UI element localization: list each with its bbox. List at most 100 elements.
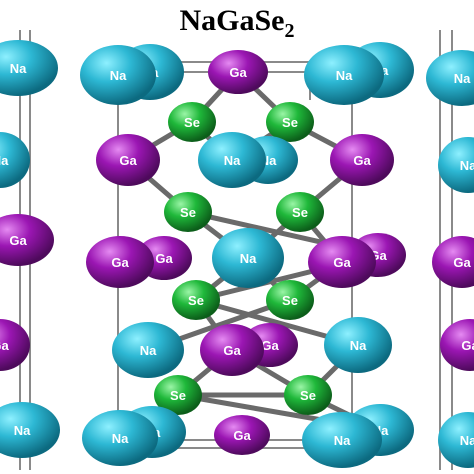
- atom-label: Ga: [119, 153, 137, 168]
- atom-label: Na: [336, 68, 353, 83]
- ga-atom: Ga: [330, 134, 394, 186]
- atom-label: Ga: [9, 233, 27, 248]
- atom-sphere: [276, 192, 324, 232]
- atom-sphere: [168, 102, 216, 142]
- atom-sphere: [172, 280, 220, 320]
- atom-label: Na: [14, 423, 31, 438]
- atom-sphere: [200, 324, 264, 376]
- ga-atom: Ga: [308, 236, 376, 288]
- se-atom: Se: [266, 102, 314, 142]
- atom-label: Na: [350, 338, 367, 353]
- atom-label: Na: [460, 433, 474, 448]
- se-atom: Se: [172, 280, 220, 320]
- atom-sphere: [308, 236, 376, 288]
- atom-label: Se: [282, 293, 298, 308]
- na-atom: Na: [0, 132, 30, 188]
- atom-label: Na: [240, 251, 257, 266]
- atom-sphere: [154, 375, 202, 415]
- atom-label: Ga: [461, 338, 474, 353]
- atom-sphere: [112, 322, 184, 378]
- atom-label: Na: [112, 431, 129, 446]
- ga-atom: Ga: [0, 319, 30, 371]
- atom-label: Na: [110, 68, 127, 83]
- atom-label: Na: [334, 433, 351, 448]
- atom-sphere: [302, 412, 382, 468]
- atom-label: Ga: [223, 343, 241, 358]
- atom-sphere: [86, 236, 154, 288]
- atom-sphere: [0, 214, 54, 266]
- se-atom: Se: [164, 192, 212, 232]
- se-atom: Se: [276, 192, 324, 232]
- atom-sphere: [324, 317, 392, 373]
- ga-atom: Ga: [200, 324, 264, 376]
- atom-label: Ga: [233, 428, 251, 443]
- atom-sphere: [0, 40, 58, 96]
- atom-sphere: [198, 132, 266, 188]
- ga-atom: Ga: [440, 319, 474, 371]
- atom-sphere: [426, 50, 474, 106]
- na-atom: Na: [302, 412, 382, 468]
- atom-sphere: [80, 45, 156, 105]
- na-atom: Na: [438, 412, 474, 468]
- ga-atom: Ga: [208, 50, 268, 94]
- na-atom: Na: [198, 132, 266, 188]
- ga-atom: Ga: [0, 214, 54, 266]
- atom-sphere: [208, 50, 268, 94]
- atom-label: Na: [224, 153, 241, 168]
- na-atom: Na: [0, 402, 60, 458]
- atom-sphere: [440, 319, 474, 371]
- se-atom: Se: [168, 102, 216, 142]
- atom-sphere: [304, 45, 384, 105]
- atom-sphere: [0, 319, 30, 371]
- atom-label: Ga: [155, 251, 173, 266]
- compound-title: NaGaSe2: [0, 4, 474, 43]
- atom-label: Ga: [229, 65, 247, 80]
- ga-atom: Ga: [432, 236, 474, 288]
- atom-label: Se: [282, 115, 298, 130]
- atom-label: Ga: [261, 338, 279, 353]
- atom-label: Se: [292, 205, 308, 220]
- na-atom: Na: [304, 45, 384, 105]
- atom-label: Se: [170, 388, 186, 403]
- atom-sphere: [212, 228, 284, 288]
- atom-sphere: [0, 402, 60, 458]
- na-atom: Na: [80, 45, 156, 105]
- atom-sphere: [266, 280, 314, 320]
- atom-label: Se: [300, 388, 316, 403]
- atoms: NaNaGaGaNaNaNaGaGaNaNaNaGaNaNaSeSeGaNaGa…: [0, 40, 474, 468]
- atom-label: Na: [460, 158, 474, 173]
- ga-atom: Ga: [214, 415, 270, 455]
- atom-sphere: [284, 375, 332, 415]
- na-atom: Na: [0, 40, 58, 96]
- atom-sphere: [438, 412, 474, 468]
- atom-sphere: [330, 134, 394, 186]
- atom-sphere: [266, 102, 314, 142]
- se-atom: Se: [266, 280, 314, 320]
- atom-label: Se: [184, 115, 200, 130]
- atom-label: Ga: [111, 255, 129, 270]
- atom-label: Ga: [453, 255, 471, 270]
- na-atom: Na: [324, 317, 392, 373]
- title-subscript: 2: [284, 20, 295, 42]
- atom-label: Ga: [0, 338, 9, 353]
- se-atom: Se: [154, 375, 202, 415]
- na-atom: Na: [438, 137, 474, 193]
- atom-sphere: [164, 192, 212, 232]
- atom-label: Se: [180, 205, 196, 220]
- atom-label: Se: [188, 293, 204, 308]
- na-atom: Na: [82, 410, 158, 466]
- ga-atom: Ga: [96, 134, 160, 186]
- na-atom: Na: [112, 322, 184, 378]
- na-atom: Na: [426, 50, 474, 106]
- title-main: NaGaSe: [179, 4, 285, 37]
- se-atom: Se: [284, 375, 332, 415]
- atom-label: Na: [454, 71, 471, 86]
- atom-label: Na: [10, 61, 27, 76]
- ga-atom: Ga: [86, 236, 154, 288]
- atom-sphere: [0, 132, 30, 188]
- atom-sphere: [214, 415, 270, 455]
- atom-label: Ga: [333, 255, 351, 270]
- na-atom: Na: [212, 228, 284, 288]
